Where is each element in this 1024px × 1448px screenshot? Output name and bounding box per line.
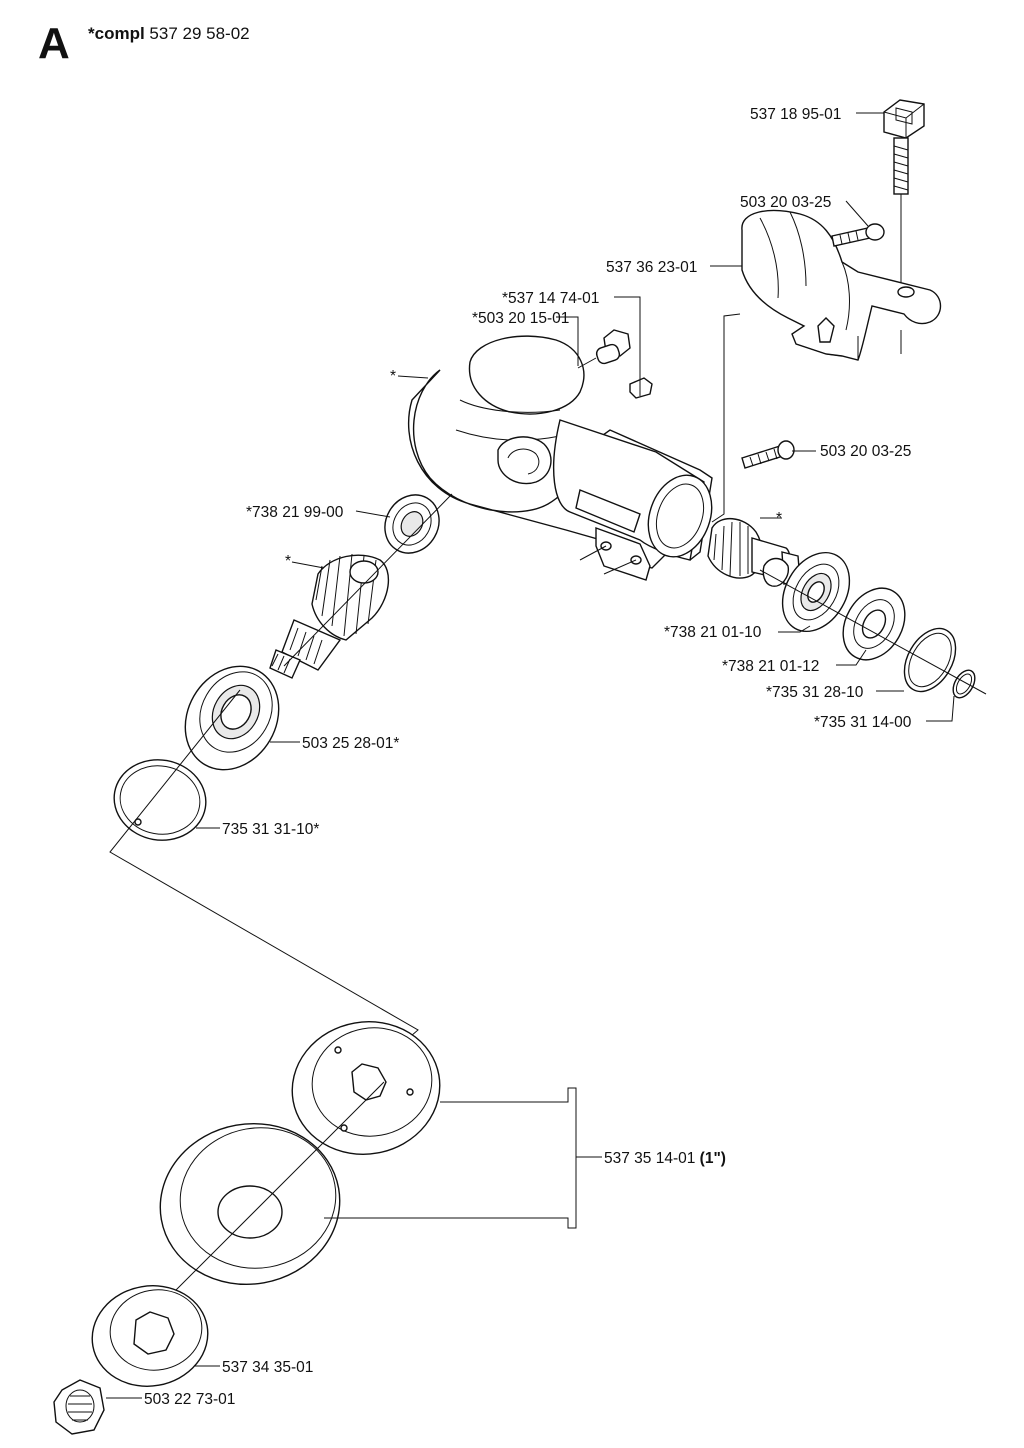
label-537-36-23-01: 537 36 23-01 [606,259,697,276]
label-503-25-28-01: 503 25 28-01* [302,735,399,752]
label-738-21-01-12: *738 21 01-12 [722,658,819,675]
clamp-screw-part [883,99,925,292]
label-503-20-03-25-upper: 503 20 03-25 [740,194,831,211]
label-738-21-01-10: *738 21 01-10 [664,624,762,641]
circlip-735-31-14-00 [952,669,976,699]
label-503-22-73-01: 503 22 73-01 [144,1391,235,1408]
bearing-738-21-01-10 [781,551,851,633]
label-537-14-74-01: *537 14 74-01 [502,290,599,307]
right-shaft-axis [759,569,987,695]
lower-axis-line [135,1081,385,1331]
leader-lines [106,112,955,1399]
label-537-35-14-01-number: 537 35 14-01 [604,1150,695,1167]
guard-bracket-part [741,209,942,361]
label-735-31-31-10: 735 31 31-10* [222,821,319,838]
housing-plug-part [577,329,631,369]
circlip-735-31-31-10 [113,759,207,841]
label-503-20-15-01: *503 20 15-01 [472,310,569,327]
guard-axis-leader [711,313,741,523]
compl-number: 537 29 58-02 [149,24,250,43]
label-503-20-03-25-side: 503 20 03-25 [820,443,911,460]
label-537-34-35-01: 537 34 35-01 [222,1359,313,1376]
label-537-35-14-01-size: (1") [700,1150,726,1167]
pinion-gear-part [707,518,801,587]
support-cup-part [159,1122,341,1286]
label-537-18-95-01: 537 18 95-01 [750,106,841,123]
section-letter: A [38,19,70,68]
housing-key-part [629,377,653,399]
label-537-35-14-01: 537 35 14-01 (1") [604,1150,726,1167]
label-738-21-99-00: *738 21 99-00 [246,504,344,521]
label-pinion-asterisk: * [776,510,782,527]
gear-housing-part [408,335,713,581]
support-flange-part [91,1285,209,1387]
side-screw-part [741,440,795,469]
bevel-gear-shaft-part [269,553,390,679]
label-735-31-28-10: *735 31 28-10 [766,684,864,701]
drive-disc-part [291,1021,441,1155]
complete-assembly-number: *compl 537 29 58-02 [88,24,250,44]
circlip-735-31-28-10 [903,627,957,693]
bearing-503-25-28-01 [184,665,280,771]
bearing-738-21-99-00 [384,494,440,554]
bearing-738-21-01-12 [842,587,906,661]
label-735-31-14-00: *735 31 14-00 [814,714,912,731]
page-header: A *compl 537 29 58-02 [0,0,400,80]
nut-part [53,1379,105,1435]
label-housing-asterisk: * [390,368,396,385]
guard-screw-upper [831,223,885,247]
label-bevel-gear-asterisk: * [285,553,291,570]
left-shaft-axis [283,493,453,667]
compl-prefix: *compl [88,24,145,43]
